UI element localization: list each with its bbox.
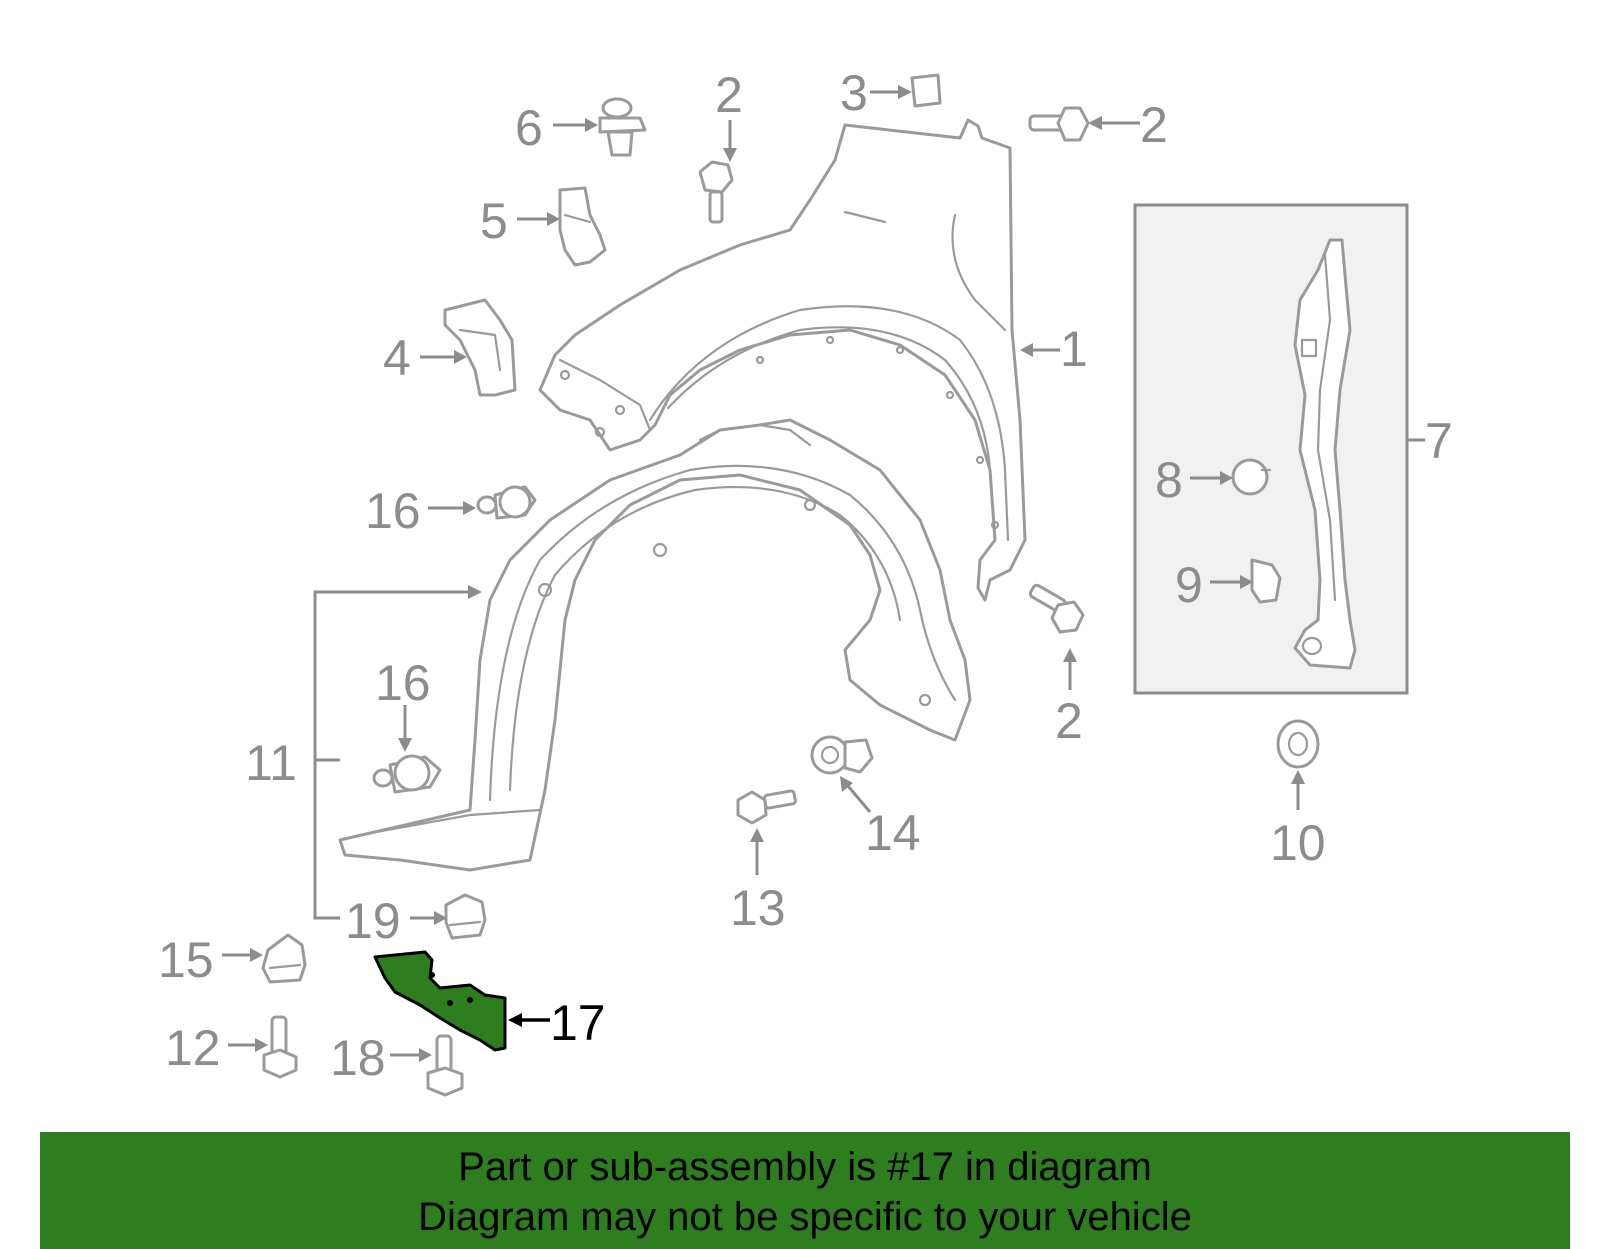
part-17-highlighted[interactable] bbox=[373, 950, 507, 1052]
callout-13: 13 bbox=[730, 880, 786, 936]
callout-10: 10 bbox=[1270, 815, 1326, 871]
banner-line-1: Part or sub-assembly is #17 in diagram bbox=[458, 1145, 1152, 1189]
part-2-bolt-topright[interactable] bbox=[1028, 106, 1090, 142]
callout-1: 1 bbox=[1060, 321, 1088, 377]
callout-2: 2 bbox=[715, 67, 743, 123]
part-8-plug[interactable] bbox=[1231, 458, 1272, 496]
part-15-clip[interactable] bbox=[261, 933, 307, 984]
callout-6: 6 bbox=[515, 100, 543, 156]
part-19-clip[interactable] bbox=[444, 893, 487, 940]
callout-8: 8 bbox=[1155, 452, 1183, 508]
inset-panel bbox=[1133, 203, 1409, 695]
part-13-bolt[interactable] bbox=[736, 789, 797, 825]
callout-2: 2 bbox=[1140, 97, 1168, 153]
part-11-fender-liner[interactable] bbox=[338, 418, 972, 872]
callout-14: 14 bbox=[865, 805, 921, 861]
part-16-clip-lower[interactable] bbox=[372, 754, 442, 794]
callout-2: 2 bbox=[1055, 693, 1083, 749]
callout-7: 7 bbox=[1425, 413, 1453, 469]
callout-17-highlighted: 17 bbox=[550, 995, 606, 1051]
part-2-bolt-top[interactable] bbox=[698, 160, 734, 224]
callout-12: 12 bbox=[165, 1020, 221, 1076]
part-14-grommet[interactable] bbox=[810, 735, 874, 775]
callout-19: 19 bbox=[345, 893, 401, 949]
callout-4: 4 bbox=[383, 330, 411, 386]
callout-3: 3 bbox=[840, 65, 868, 121]
part-4-bracket[interactable] bbox=[443, 298, 517, 397]
part-3-clip[interactable] bbox=[910, 73, 942, 108]
part-7-bracket[interactable] bbox=[1293, 238, 1357, 670]
part-10-grommet[interactable] bbox=[1276, 719, 1320, 769]
callout-18: 18 bbox=[330, 1030, 386, 1086]
leader-lines bbox=[222, 85, 1425, 1062]
part-5-bracket[interactable] bbox=[558, 186, 607, 267]
callout-9: 9 bbox=[1175, 557, 1203, 613]
banner-line-2: Diagram may not be specific to your vehi… bbox=[418, 1195, 1192, 1239]
part-9-clip[interactable] bbox=[1250, 558, 1282, 604]
callout-15: 15 bbox=[158, 932, 214, 988]
part-12-bolt[interactable] bbox=[262, 1015, 298, 1079]
part-6-clip[interactable] bbox=[598, 97, 647, 157]
part-1-fender[interactable] bbox=[538, 118, 1027, 602]
callout-11: 11 bbox=[245, 735, 297, 791]
parts-diagram: 1 2 2 2 3 4 5 6 7 8 9 10 11 12 13 14 15 … bbox=[158, 65, 1453, 1097]
info-banner: Part or sub-assembly is #17 in diagram D… bbox=[40, 1132, 1570, 1249]
part-18-bolt[interactable] bbox=[426, 1034, 464, 1097]
callout-labels: 1 2 2 2 3 4 5 6 7 8 9 10 11 12 13 14 15 … bbox=[158, 65, 1453, 1086]
part-2-bolt-right[interactable] bbox=[1028, 583, 1085, 634]
callout-16: 16 bbox=[375, 655, 431, 711]
part-16-clip-upper[interactable] bbox=[476, 485, 537, 520]
callout-5: 5 bbox=[480, 193, 508, 249]
callout-16: 16 bbox=[365, 483, 421, 539]
